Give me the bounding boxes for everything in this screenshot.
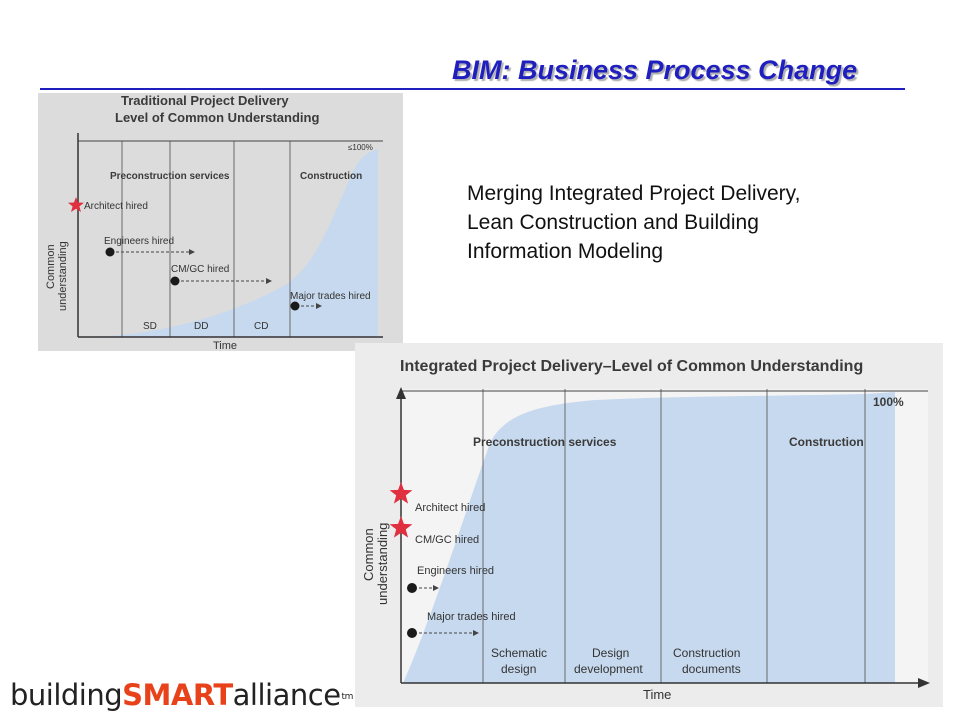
arrowhead: [266, 278, 272, 284]
star-icon: [389, 482, 413, 504]
traditional-delivery-diagram: Traditional Project Delivery Level of Co…: [38, 93, 403, 351]
slide-subtitle: Merging Integrated Project Delivery, Lea…: [467, 182, 801, 263]
traditional-engineers-hired: Engineers hired: [104, 236, 174, 247]
phase-construction-docs-label-1: Construction: [673, 646, 740, 660]
phase-schematic-label-1: Schematic: [491, 646, 547, 660]
traditional-architect-hired: Architect hired: [84, 201, 148, 212]
traditional-phase-construction: Construction: [300, 171, 362, 182]
ipd-engineers-hired: Engineers hired: [417, 565, 494, 577]
star-icon: [68, 197, 84, 212]
ipd-title: Integrated Project Delivery–Level of Com…: [400, 358, 863, 375]
traditional-cmgc-hired: CM/GC hired: [171, 264, 229, 275]
ipd-phase-construction: Construction: [789, 435, 864, 449]
ipd-trades-hired: Major trades hired: [427, 611, 516, 623]
milestone-dot: [407, 583, 417, 593]
milestone-dot: [170, 276, 180, 286]
svg-text:Common: Common: [45, 244, 57, 289]
phase-design-label-1: Design: [592, 646, 629, 660]
traditional-title-line2: Level of Common Understanding: [115, 110, 319, 125]
arrowhead: [189, 249, 195, 255]
ipd-x-axis-label: Time: [643, 687, 671, 702]
buildingsmart-alliance-logo: buildingSMARTalliancetm: [10, 678, 353, 712]
y-axis-arrow: [396, 387, 406, 399]
milestone-dot: [290, 301, 300, 311]
traditional-max-label: ≤100%: [348, 143, 373, 152]
phase-sd-label: SD: [143, 321, 157, 332]
ipd-max-label: 100%: [873, 395, 904, 409]
svg-text:Common: Common: [361, 528, 376, 581]
arrowhead: [433, 585, 439, 591]
phase-construction-docs-label-2: documents: [682, 662, 741, 676]
svg-text:understanding: understanding: [57, 241, 69, 311]
traditional-phase-preconstruction: Preconstruction services: [110, 171, 230, 182]
ipd-cmgc-hired: CM/GC hired: [415, 534, 479, 546]
ipd-phase-preconstruction: Preconstruction services: [473, 435, 617, 449]
traditional-y-axis-label: Common understanding: [45, 241, 69, 311]
ipd-diagram: Integrated Project Delivery–Level of Com…: [355, 343, 943, 707]
ipd-y-axis-label: Common understanding: [361, 523, 390, 605]
phase-cd-label: CD: [254, 321, 268, 332]
ipd-understanding-area: [403, 392, 895, 683]
ipd-diagram-svg: Integrated Project Delivery–Level of Com…: [355, 343, 943, 707]
star-icon: [389, 516, 413, 538]
traditional-diagram-svg: Traditional Project Delivery Level of Co…: [38, 93, 403, 351]
title-underline: [40, 88, 905, 90]
phase-dd-label: DD: [194, 321, 208, 332]
arrowhead: [473, 630, 479, 636]
traditional-trades-hired: Major trades hired: [290, 291, 371, 302]
x-axis-arrow: [918, 678, 930, 688]
milestone-dot: [105, 247, 115, 257]
traditional-understanding-area: [78, 149, 378, 337]
milestone-dot: [407, 628, 417, 638]
phase-design-label-2: development: [574, 662, 643, 676]
phase-schematic-label-2: design: [501, 662, 536, 676]
slide-title: BIM: Business Process Change: [452, 55, 858, 85]
svg-text:understanding: understanding: [375, 523, 390, 605]
ipd-architect-hired: Architect hired: [415, 502, 485, 514]
traditional-x-axis-label: Time: [213, 340, 237, 351]
arrowhead: [316, 303, 322, 309]
traditional-title-line1: Traditional Project Delivery: [121, 93, 289, 108]
